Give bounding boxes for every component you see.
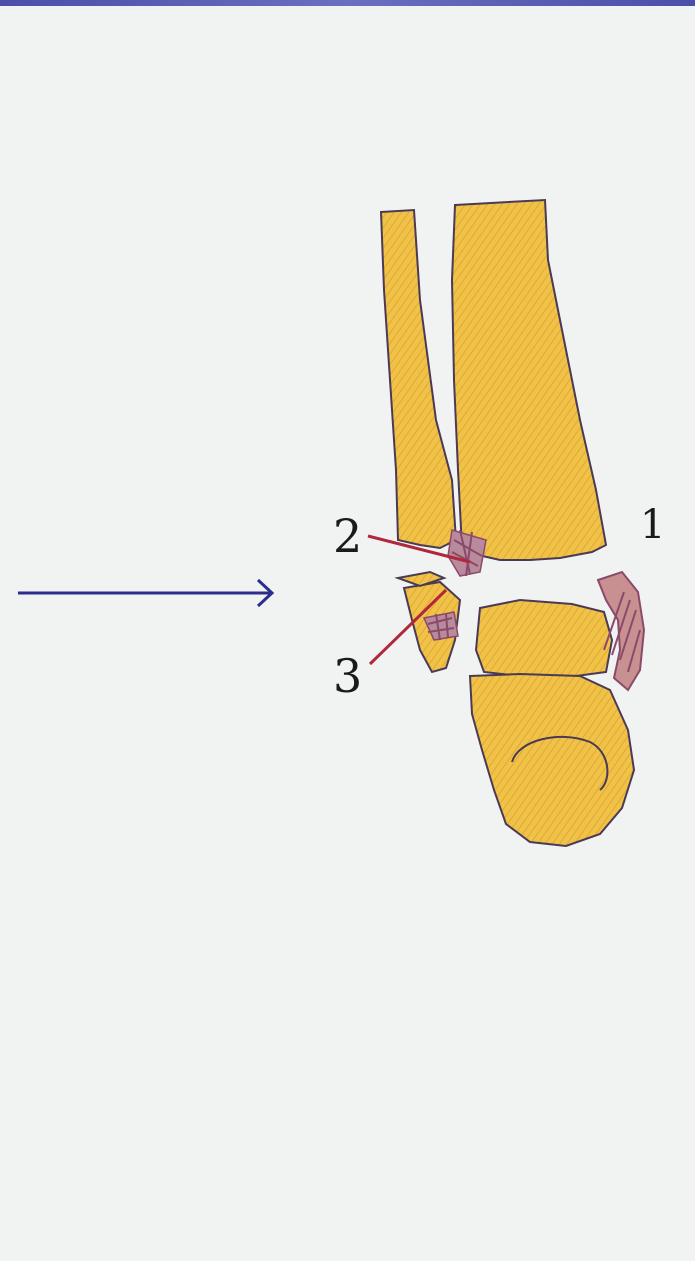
label-3: 3 <box>333 649 362 703</box>
label-2: 2 <box>333 509 362 563</box>
talus-bone <box>476 600 612 676</box>
calcaneus-bone <box>470 674 634 846</box>
fibula-bone <box>381 210 456 548</box>
tibia-bone <box>452 200 606 560</box>
label-1: 1 <box>640 502 665 548</box>
force-direction-arrow <box>18 580 272 606</box>
